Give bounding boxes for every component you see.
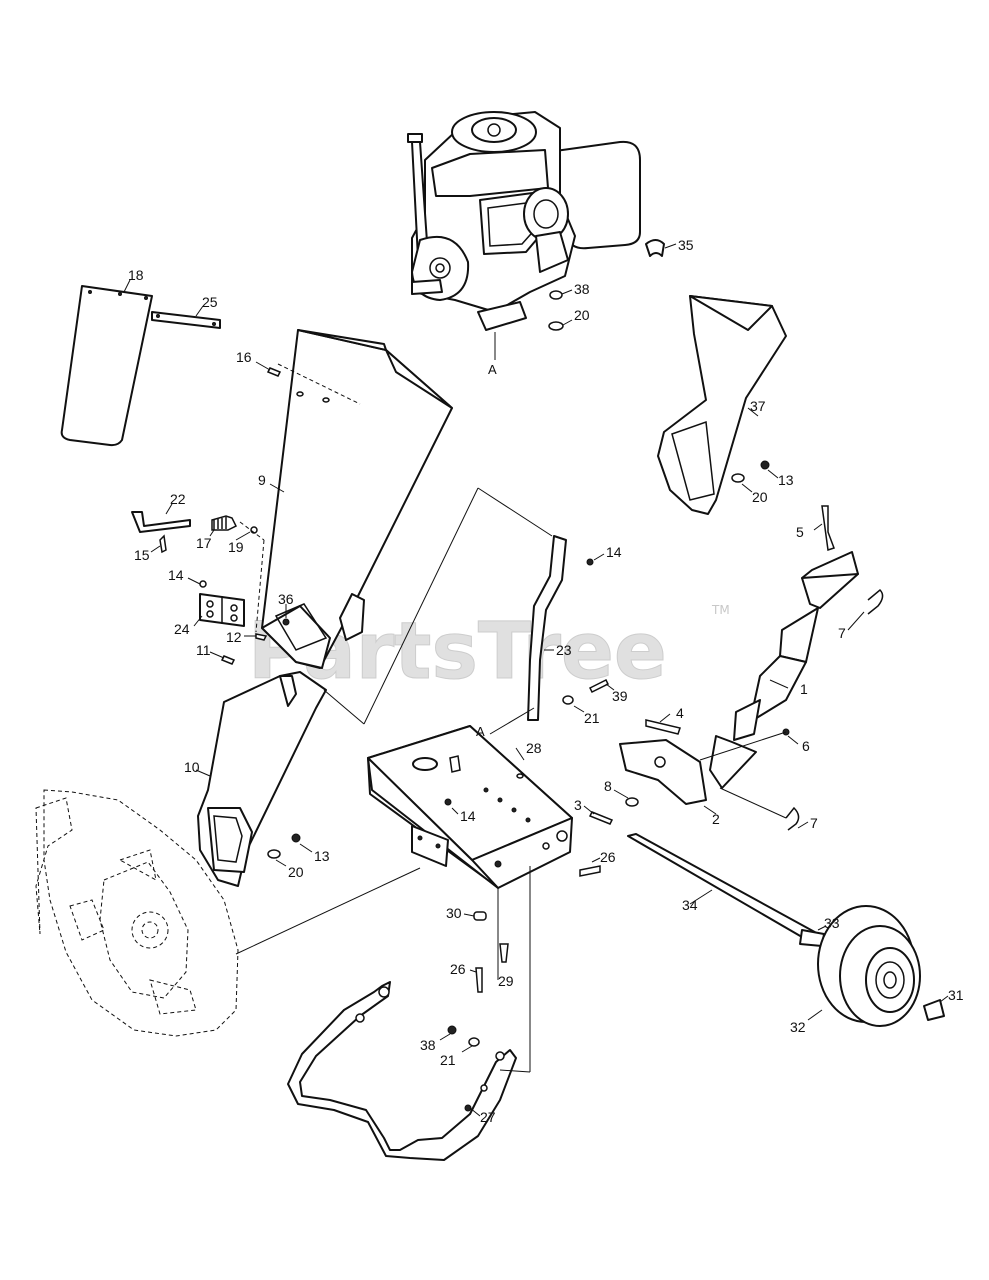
engine-assembly[interactable] — [407, 111, 641, 331]
callout-31: 31 — [948, 987, 964, 1003]
callout-18: 18 — [128, 267, 144, 283]
callout-4: 4 — [676, 705, 684, 721]
pin-15-icon — [159, 534, 167, 554]
callout-12: 12 — [226, 629, 242, 645]
callout-6: 6 — [802, 738, 810, 754]
discharge-chute-37[interactable] — [657, 295, 787, 515]
callout-24: 24 — [174, 621, 190, 637]
callout-23: 23 — [556, 642, 572, 658]
callout-17: 17 — [196, 535, 212, 551]
carriage-bolt-16-icon — [266, 367, 282, 377]
chipper-housing[interactable] — [35, 789, 239, 1037]
nut-13-chute-icon — [760, 460, 770, 470]
hubcap-31-icon — [923, 999, 945, 1021]
callout-37: 37 — [750, 398, 766, 414]
callout-20-chute: 20 — [752, 489, 768, 505]
bolt-12-icon — [255, 633, 268, 641]
hex-nut-38-icon — [549, 290, 563, 300]
callout-1: 1 — [800, 681, 808, 697]
bolt-26a-icon — [579, 865, 601, 877]
callout-7-lower: 7 — [810, 815, 818, 831]
callout-13-lower: 13 — [314, 848, 330, 864]
frame-28[interactable] — [367, 725, 573, 889]
spring-17-icon — [211, 515, 238, 531]
bracket-25[interactable] — [151, 311, 221, 329]
callout-26-lower: 26 — [450, 961, 466, 977]
callout-35: 35 — [678, 237, 694, 253]
callout-5: 5 — [796, 524, 804, 540]
pin-4-icon — [645, 719, 681, 735]
tow-handle-1[interactable] — [709, 551, 859, 789]
nut-38b-icon — [447, 1025, 457, 1035]
washer-20-icon — [548, 321, 564, 331]
bolt-39-icon — [588, 678, 610, 694]
callout-38-engine: 38 — [574, 281, 590, 297]
callout-20-lower: 20 — [288, 864, 304, 880]
hairpin-7-icon — [867, 588, 884, 615]
callout-13-chute: 13 — [778, 472, 794, 488]
callout-21-stand: 21 — [440, 1052, 456, 1068]
deflector-shield-18[interactable] — [60, 285, 153, 447]
callout-38-stand: 38 — [420, 1037, 436, 1053]
callout-33: 33 — [824, 915, 840, 931]
callout-28: 28 — [526, 740, 542, 756]
callout-8: 8 — [604, 778, 612, 794]
callout-7-top: 7 — [838, 625, 846, 641]
callout-A-rod: A — [476, 724, 485, 739]
nut-14b-icon — [586, 558, 594, 566]
callout-39: 39 — [612, 688, 628, 704]
clip-35-icon — [645, 239, 665, 257]
lower-chute-10[interactable] — [197, 671, 327, 887]
callout-A-engine: A — [488, 362, 497, 377]
callout-10: 10 — [184, 759, 200, 775]
callout-36: 36 — [278, 591, 294, 607]
callout-19: 19 — [228, 539, 244, 555]
bolt-11-icon — [220, 655, 236, 665]
bolt-frame-icon — [449, 755, 461, 773]
callout-2: 2 — [712, 811, 720, 827]
callout-3: 3 — [574, 797, 582, 813]
washer-8-icon — [625, 797, 639, 807]
bolt-29-icon — [499, 943, 509, 963]
callout-34: 34 — [682, 897, 698, 913]
axle-34[interactable] — [627, 833, 823, 945]
callout-16: 16 — [236, 349, 252, 365]
callout-30: 30 — [446, 905, 462, 921]
nut-14c-icon — [444, 798, 452, 806]
callout-27: 27 — [480, 1109, 496, 1125]
washer-21-icon — [562, 695, 574, 705]
callout-20-engine: 20 — [574, 307, 590, 323]
bolt-26b-icon — [475, 967, 483, 993]
callout-26-frame: 26 — [600, 849, 616, 865]
washer-20-chute-icon — [731, 473, 745, 483]
callout-14-rod: 14 — [606, 544, 622, 560]
callout-14-hinge: 14 — [168, 567, 184, 583]
callout-15: 15 — [134, 547, 150, 563]
nut-14-icon — [199, 580, 207, 588]
callout-22: 22 — [170, 491, 186, 507]
pin-5-icon — [821, 505, 835, 551]
stand-leg-27[interactable] — [287, 981, 517, 1161]
support-rod-23[interactable] — [527, 535, 567, 721]
callout-11: 11 — [196, 642, 211, 658]
callout-21-rod: 21 — [584, 710, 600, 726]
hairpin-7b-icon — [785, 806, 800, 831]
callout-32: 32 — [790, 1019, 806, 1035]
callout-25: 25 — [202, 294, 218, 310]
washer-21b-icon — [468, 1037, 480, 1047]
latch-rod-22-icon — [131, 511, 191, 533]
callout-29: 29 — [498, 973, 514, 989]
hopper-chute-9[interactable] — [261, 329, 453, 669]
watermark-trademark: TM — [711, 603, 730, 617]
wheel-32[interactable] — [817, 905, 921, 1027]
spacer-30-icon — [473, 911, 487, 921]
bolt-3-icon — [588, 811, 614, 825]
callout-9: 9 — [258, 472, 266, 488]
handle-bracket-2[interactable] — [619, 739, 707, 805]
callout-14-frame: 14 — [460, 808, 476, 824]
washer-20-lower-icon — [267, 849, 281, 859]
nut-13-icon — [291, 833, 301, 843]
